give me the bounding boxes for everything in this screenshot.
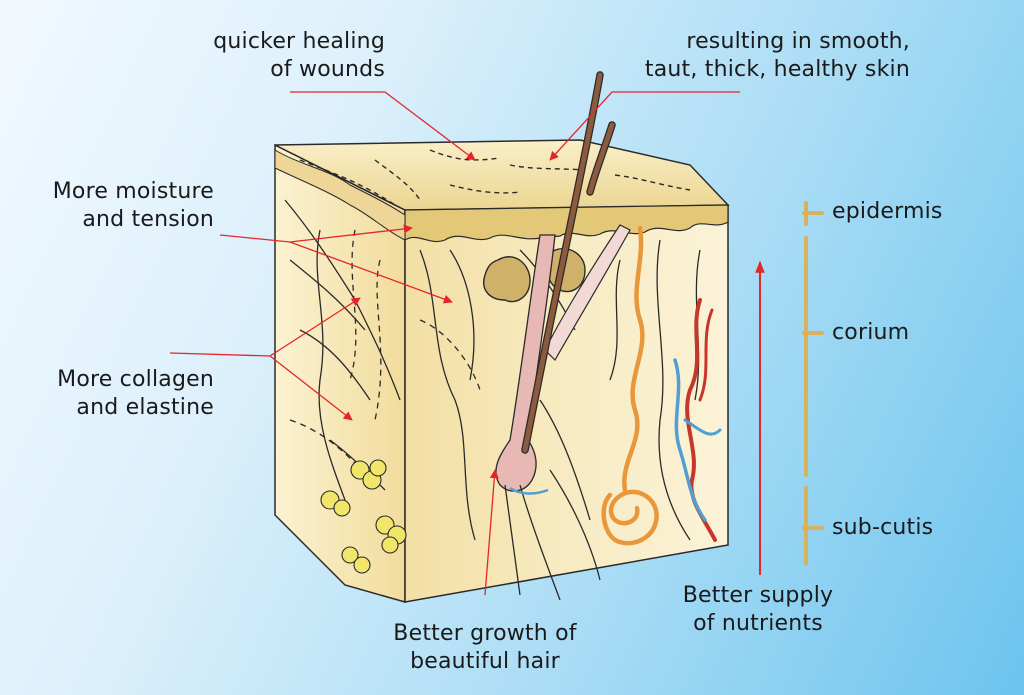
layer-label-corium: corium bbox=[832, 320, 910, 345]
arrow-collagen-b bbox=[269, 355, 353, 421]
label-nutrient-supply: Better supply of nutrients bbox=[682, 583, 834, 636]
sweat-gland bbox=[601, 225, 659, 546]
arrow-smooth bbox=[549, 91, 740, 161]
skin-surface-texture bbox=[299, 149, 691, 206]
label-smooth-skin: resulting in smooth, taut, thick, health… bbox=[644, 29, 910, 82]
layer-label-subcutis: sub-cutis bbox=[832, 515, 934, 540]
arrow-healing bbox=[290, 91, 476, 161]
blood-vessels bbox=[673, 298, 722, 542]
sebaceous-glands bbox=[483, 248, 586, 303]
label-moisture-tension: More moisture and tension bbox=[52, 179, 214, 232]
epidermis-band bbox=[404, 204, 729, 243]
arrector-pili-muscle bbox=[544, 224, 631, 361]
label-hair-growth: Better growth of beautiful hair bbox=[393, 621, 577, 674]
annotation-arrows bbox=[169, 91, 740, 596]
label-collagen-elastine: More collagen and elastine bbox=[57, 367, 214, 420]
arrow-hair bbox=[484, 469, 499, 596]
arrow-moisture-b bbox=[289, 241, 453, 304]
hair-follicle bbox=[495, 234, 556, 492]
hair-shafts bbox=[521, 71, 616, 454]
layer-markers bbox=[802, 201, 824, 565]
label-quicker-healing: quicker healing of wounds bbox=[213, 29, 385, 82]
skin-block-top-face bbox=[274, 139, 730, 211]
fat-cells bbox=[320, 459, 407, 574]
layer-label-epidermis: epidermis bbox=[832, 199, 943, 224]
